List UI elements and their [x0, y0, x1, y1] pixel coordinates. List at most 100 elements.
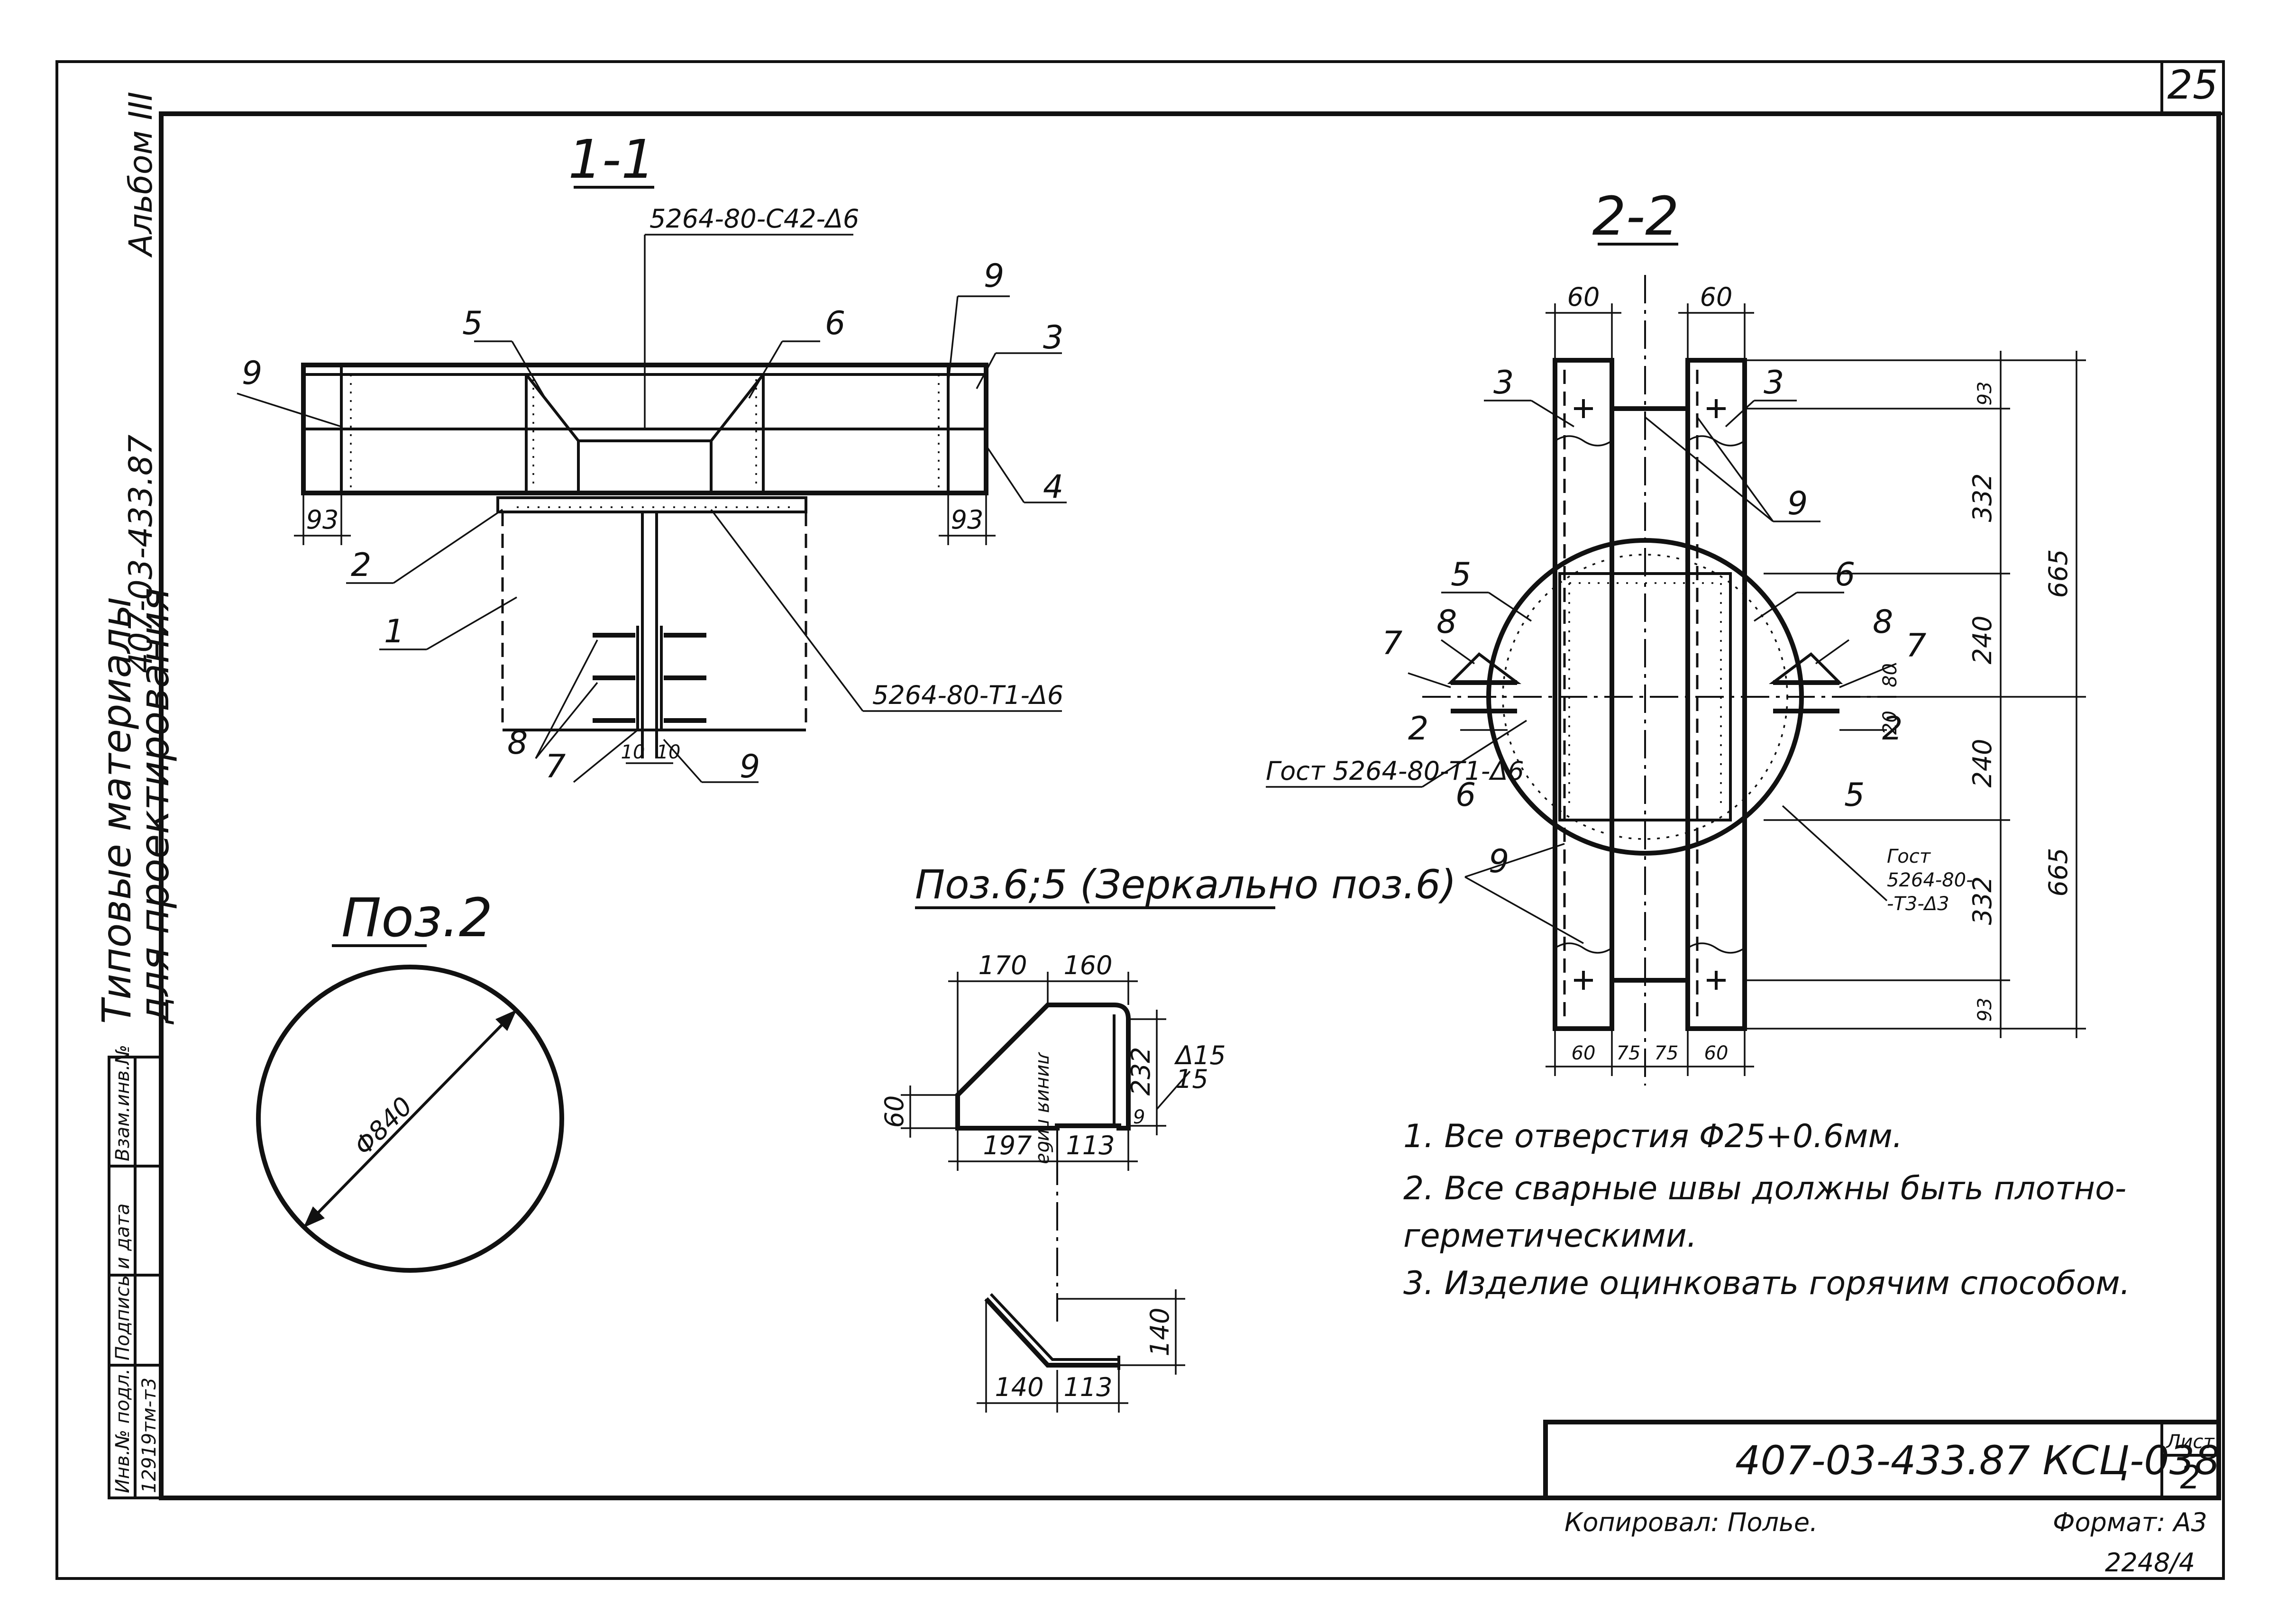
note-2: 2. Все сварные швы должны быть плотно- [1403, 1170, 2126, 1207]
stamp-signature-date: Подпись и дата [112, 1204, 134, 1360]
category-line-1: Типовые материалы [93, 597, 140, 1024]
pos65-dim-lower-1: 113 [1063, 1372, 1112, 1402]
bend-line-note: линия гиба [1034, 1052, 1055, 1165]
section-2-2: 2-2 [1266, 186, 2086, 1086]
title-block-sheet-label: Лист [2165, 1431, 2215, 1453]
pos65-dim-top-1: 160 [1063, 950, 1112, 980]
dim-bottom-0: 60 [1572, 1042, 1596, 1064]
dim-60-top-right: 60 [1700, 282, 1733, 312]
dim-total-lower: 665 [2043, 848, 2073, 896]
pos-2-left-2-2: 2 [1408, 710, 1428, 748]
pos65-dim-bottom-0: 197 [983, 1131, 1032, 1160]
pos-5-label: 5 [462, 305, 483, 342]
bolt-group-1-1 [593, 626, 706, 730]
title-block-code: 407-03-433.87 КСЦ-038 [1735, 1437, 2220, 1484]
pos-8-label: 8 [507, 724, 528, 762]
section-2-2-title: 2-2 [1592, 186, 1679, 247]
dim-bottom-1: 75 [1617, 1042, 1641, 1064]
album-label: Альбом III [122, 91, 160, 258]
series-code-vertical: 407-03-433.87 [122, 435, 160, 673]
channel-right [1685, 358, 1747, 1031]
pos-6-5-view: Поз.6;5 (Зеркально поз.6) линия гиба 170… [879, 861, 1456, 1413]
page-number-box [2160, 60, 2225, 115]
pos-4-label: 4 [1043, 468, 1063, 506]
dim-right-1: 332 [1967, 473, 1997, 522]
dim-right-4: 332 [1967, 876, 1997, 925]
pos65-weld-note-2: 15 [1176, 1064, 1208, 1094]
pos-1-label: 1 [384, 613, 404, 650]
pos-9-bottom-2-2: 9 [1489, 843, 1509, 880]
stamp-columns: Инв.№ подл. Подпись и дата Взам.инв.№ 12… [108, 1045, 163, 1499]
pos-9-top-2-2: 9 [1787, 485, 1808, 522]
dim-10-left: 10 [621, 741, 645, 763]
weld-right-line-1: Гост [1887, 846, 1931, 867]
pos-2-right-2-2: 2 [1882, 710, 1903, 748]
pos-6-5-title: Поз.6;5 (Зеркально поз.6) [915, 861, 1456, 908]
pos-9-label-left: 9 [242, 355, 262, 392]
note-1: 1. Все отверстия Φ25+0.6мм. [1403, 1118, 1903, 1155]
footer-copied: Копировал: Полье. [1564, 1507, 1818, 1537]
footer: Копировал: Полье. Формат: А3 2248/4 [1564, 1507, 2207, 1578]
pos65-dim-left: 60 [879, 1095, 909, 1128]
pos65-dim-lower-0: 140 [995, 1372, 1043, 1402]
category-line-2: для проектирования [131, 588, 178, 1025]
pos-2-title: Поз.2 [341, 887, 493, 949]
pos65-dim-lower-vert: 140 [1145, 1307, 1175, 1356]
drawing-frame: 25 [55, 60, 2225, 1580]
weld-right-line-2: 5264-80- [1887, 869, 1973, 891]
dim-93-left: 93 [306, 505, 339, 535]
pipe-circle-2-2 [1486, 538, 1804, 856]
general-notes: 1. Все отверстия Φ25+0.6мм. 2. Все сварн… [1403, 1118, 2130, 1302]
weld-callout-top: 5264-80-С42-Δ6 [649, 204, 859, 234]
pos-6-low-2-2: 6 [1455, 776, 1476, 814]
pos-2-circle [256, 965, 564, 1273]
page-number: 25 [2168, 62, 2218, 108]
title-block: 407-03-433.87 КСЦ-038 Лист 2 [1543, 1420, 2221, 1500]
pos-9-label-bottom: 9 [740, 748, 760, 785]
left-margin-labels: Альбом III 407-03-433.87 Типовые материа… [93, 91, 178, 1025]
dim-93-right: 93 [951, 505, 984, 535]
dim-right-3: 240 [1967, 739, 1997, 787]
pos-3-right-2-2: 3 [1764, 364, 1784, 401]
pos-8-right-2-2: 8 [1873, 603, 1893, 641]
pos65-dim-right: 232 [1126, 1047, 1156, 1095]
pos-5-low-2-2: 5 [1844, 776, 1865, 814]
dim-small-80: 80 [1879, 663, 1901, 687]
dim-right-2: 240 [1967, 615, 1997, 664]
weld-callout-left-2-2: Гост 5264-80-Т1-Δ6 [1266, 756, 1524, 786]
pos-2-label: 2 [351, 547, 371, 584]
stamp-inv-value: 12919тм-т3 [138, 1378, 160, 1493]
dim-bottom-2: 75 [1655, 1042, 1679, 1064]
weld-right-line-3: -Т3-Δ3 [1887, 893, 1949, 915]
pos-7-right-2-2: 7 [1906, 627, 1926, 665]
pos-5-2-2: 5 [1451, 556, 1471, 593]
pos-6-bent-profile [984, 1297, 1119, 1368]
pos-9-label-right: 9 [984, 257, 1004, 295]
pos-7-label: 7 [545, 748, 566, 785]
dim-right-0: 93 [1974, 382, 1996, 406]
dim-60-top-left: 60 [1567, 282, 1600, 312]
pos-3-label: 3 [1043, 319, 1063, 356]
pos65-weld-note-1: Δ15 [1174, 1040, 1226, 1070]
footer-order-number: 2248/4 [2105, 1548, 2195, 1578]
pos-7-left-2-2: 7 [1382, 625, 1402, 662]
stamp-inv-original: Инв.№ подл. [112, 1369, 134, 1493]
stamp-replaced-inv: Взам.инв.№ [112, 1045, 134, 1161]
pos-6-2-2: 6 [1835, 556, 1855, 593]
note-2-cont: герметическими. [1403, 1217, 1697, 1255]
pos65-dim-corner: 9 [1133, 1106, 1145, 1128]
dim-right-5: 93 [1974, 998, 1996, 1022]
section-1-1: 1-1 [237, 129, 1067, 785]
footer-format: Формат: А3 [2053, 1507, 2207, 1537]
note-3: 3. Изделие оцинковать горячим способом. [1403, 1265, 2130, 1302]
channel-left [1553, 358, 1614, 1031]
pos-6-label: 6 [825, 305, 845, 342]
pos65-dim-bottom-1: 113 [1066, 1131, 1115, 1160]
pos-3-left-2-2: 3 [1493, 364, 1514, 401]
pos-6-plate [955, 1003, 1131, 1131]
weld-callout-bottom: 5264-80-Т1-Δ6 [872, 680, 1063, 710]
pos65-dim-top-0: 170 [978, 950, 1027, 980]
dim-total-upper: 665 [2043, 549, 2073, 598]
